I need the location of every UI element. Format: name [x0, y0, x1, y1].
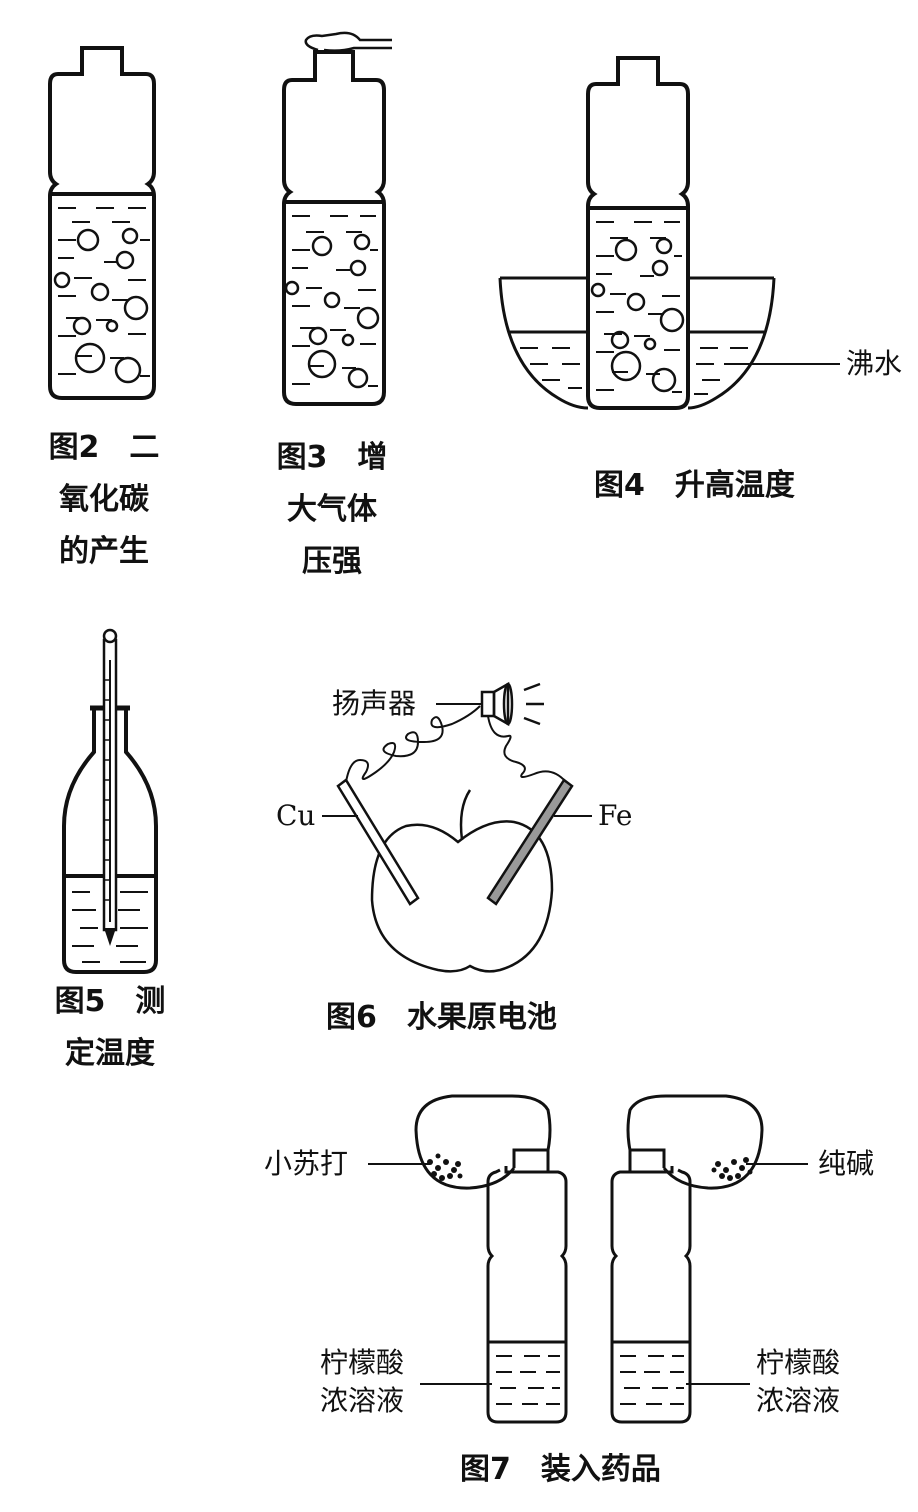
cu-label: Cu [276, 799, 316, 832]
right-citric-acid-label: 柠檬酸 浓溶液 [756, 1344, 840, 1420]
fig5-liquid [72, 891, 148, 963]
left-liquid [496, 1355, 560, 1405]
fig2-liquid [58, 207, 150, 377]
fig2-caption: 图2 二 氧化碳 的产生 [24, 422, 184, 578]
speaker-icon [480, 681, 544, 727]
fig5-caption-line: 图5 测 [54, 984, 166, 1019]
fig4-bowl [498, 276, 776, 410]
fig2-bottle [48, 46, 156, 400]
left-citric-acid-line1: 柠檬酸 [320, 1346, 405, 1379]
fig3-caption: 图3 增 大气体 压强 [252, 432, 412, 588]
fe-electrode [486, 778, 574, 906]
fig3-bottle [282, 50, 386, 406]
fe-label: Fe [598, 799, 633, 832]
right-citric-acid-line2: 浓溶液 [756, 1384, 841, 1417]
fig6-caption-line: 图6 水果原电池 [326, 1000, 557, 1035]
baking-soda-particles [427, 1153, 463, 1181]
left-citric-acid-label: 柠檬酸 浓溶液 [320, 1344, 404, 1420]
fig3-caption-line: 图3 增 [276, 440, 388, 475]
fig5-caption-line: 定温度 [65, 1036, 155, 1071]
fig2-caption-line: 图2 二 [48, 430, 160, 465]
boiling-water-label: 沸水 [846, 347, 903, 380]
fig3-caption-line: 压强 [302, 544, 362, 579]
fig2-caption-line: 的产生 [59, 534, 149, 569]
right-bottle [610, 1168, 692, 1424]
left-balloon [414, 1094, 552, 1190]
wires [345, 705, 567, 783]
fig2-caption-line: 氧化碳 [59, 482, 149, 517]
fig3-bubbles [284, 233, 380, 389]
fig7-caption-line: 图7 装入药品 [460, 1452, 661, 1487]
fig6-caption: 图6 水果原电池 [326, 992, 557, 1044]
right-citric-acid-line1: 柠檬酸 [756, 1346, 841, 1379]
fig4-water [520, 347, 748, 395]
fig4-bottle [586, 56, 690, 410]
baking-soda-label: 小苏打 [264, 1147, 349, 1180]
cu-electrode [336, 778, 420, 906]
right-balloon [626, 1094, 764, 1190]
thermometer [102, 628, 118, 946]
fig3-liquid [292, 215, 378, 387]
left-citric-acid-line2: 浓溶液 [320, 1384, 405, 1417]
speaker-label: 扬声器 [332, 687, 417, 720]
soda-ash-label: 纯碱 [818, 1147, 875, 1180]
fig4-bubbles [590, 237, 685, 393]
left-bottle [486, 1168, 568, 1424]
soda-ash-particles [711, 1157, 753, 1181]
right-liquid [620, 1355, 684, 1405]
fig3-finger [304, 31, 392, 52]
fig7-caption: 图7 装入药品 [460, 1444, 661, 1496]
fig4-caption: 图4 升高温度 [594, 460, 795, 512]
fig5-caption: 图5 测 定温度 [30, 976, 190, 1080]
fig4-caption-line: 图4 升高温度 [594, 468, 795, 503]
fig3-caption-line: 大气体 [287, 492, 377, 527]
fig2-bubbles [53, 227, 149, 384]
